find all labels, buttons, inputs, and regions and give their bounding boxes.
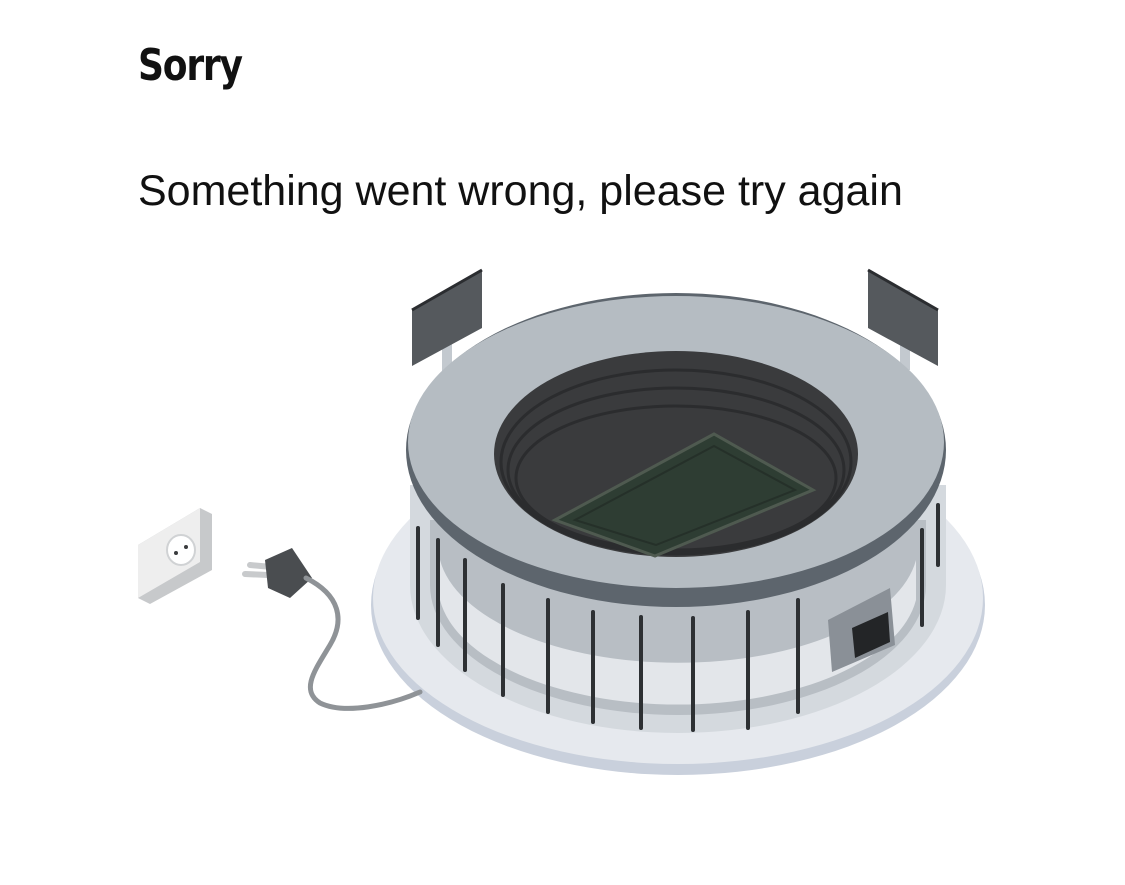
error-message: Something went wrong, please try again — [138, 167, 903, 215]
page-title: Sorry — [138, 40, 243, 91]
